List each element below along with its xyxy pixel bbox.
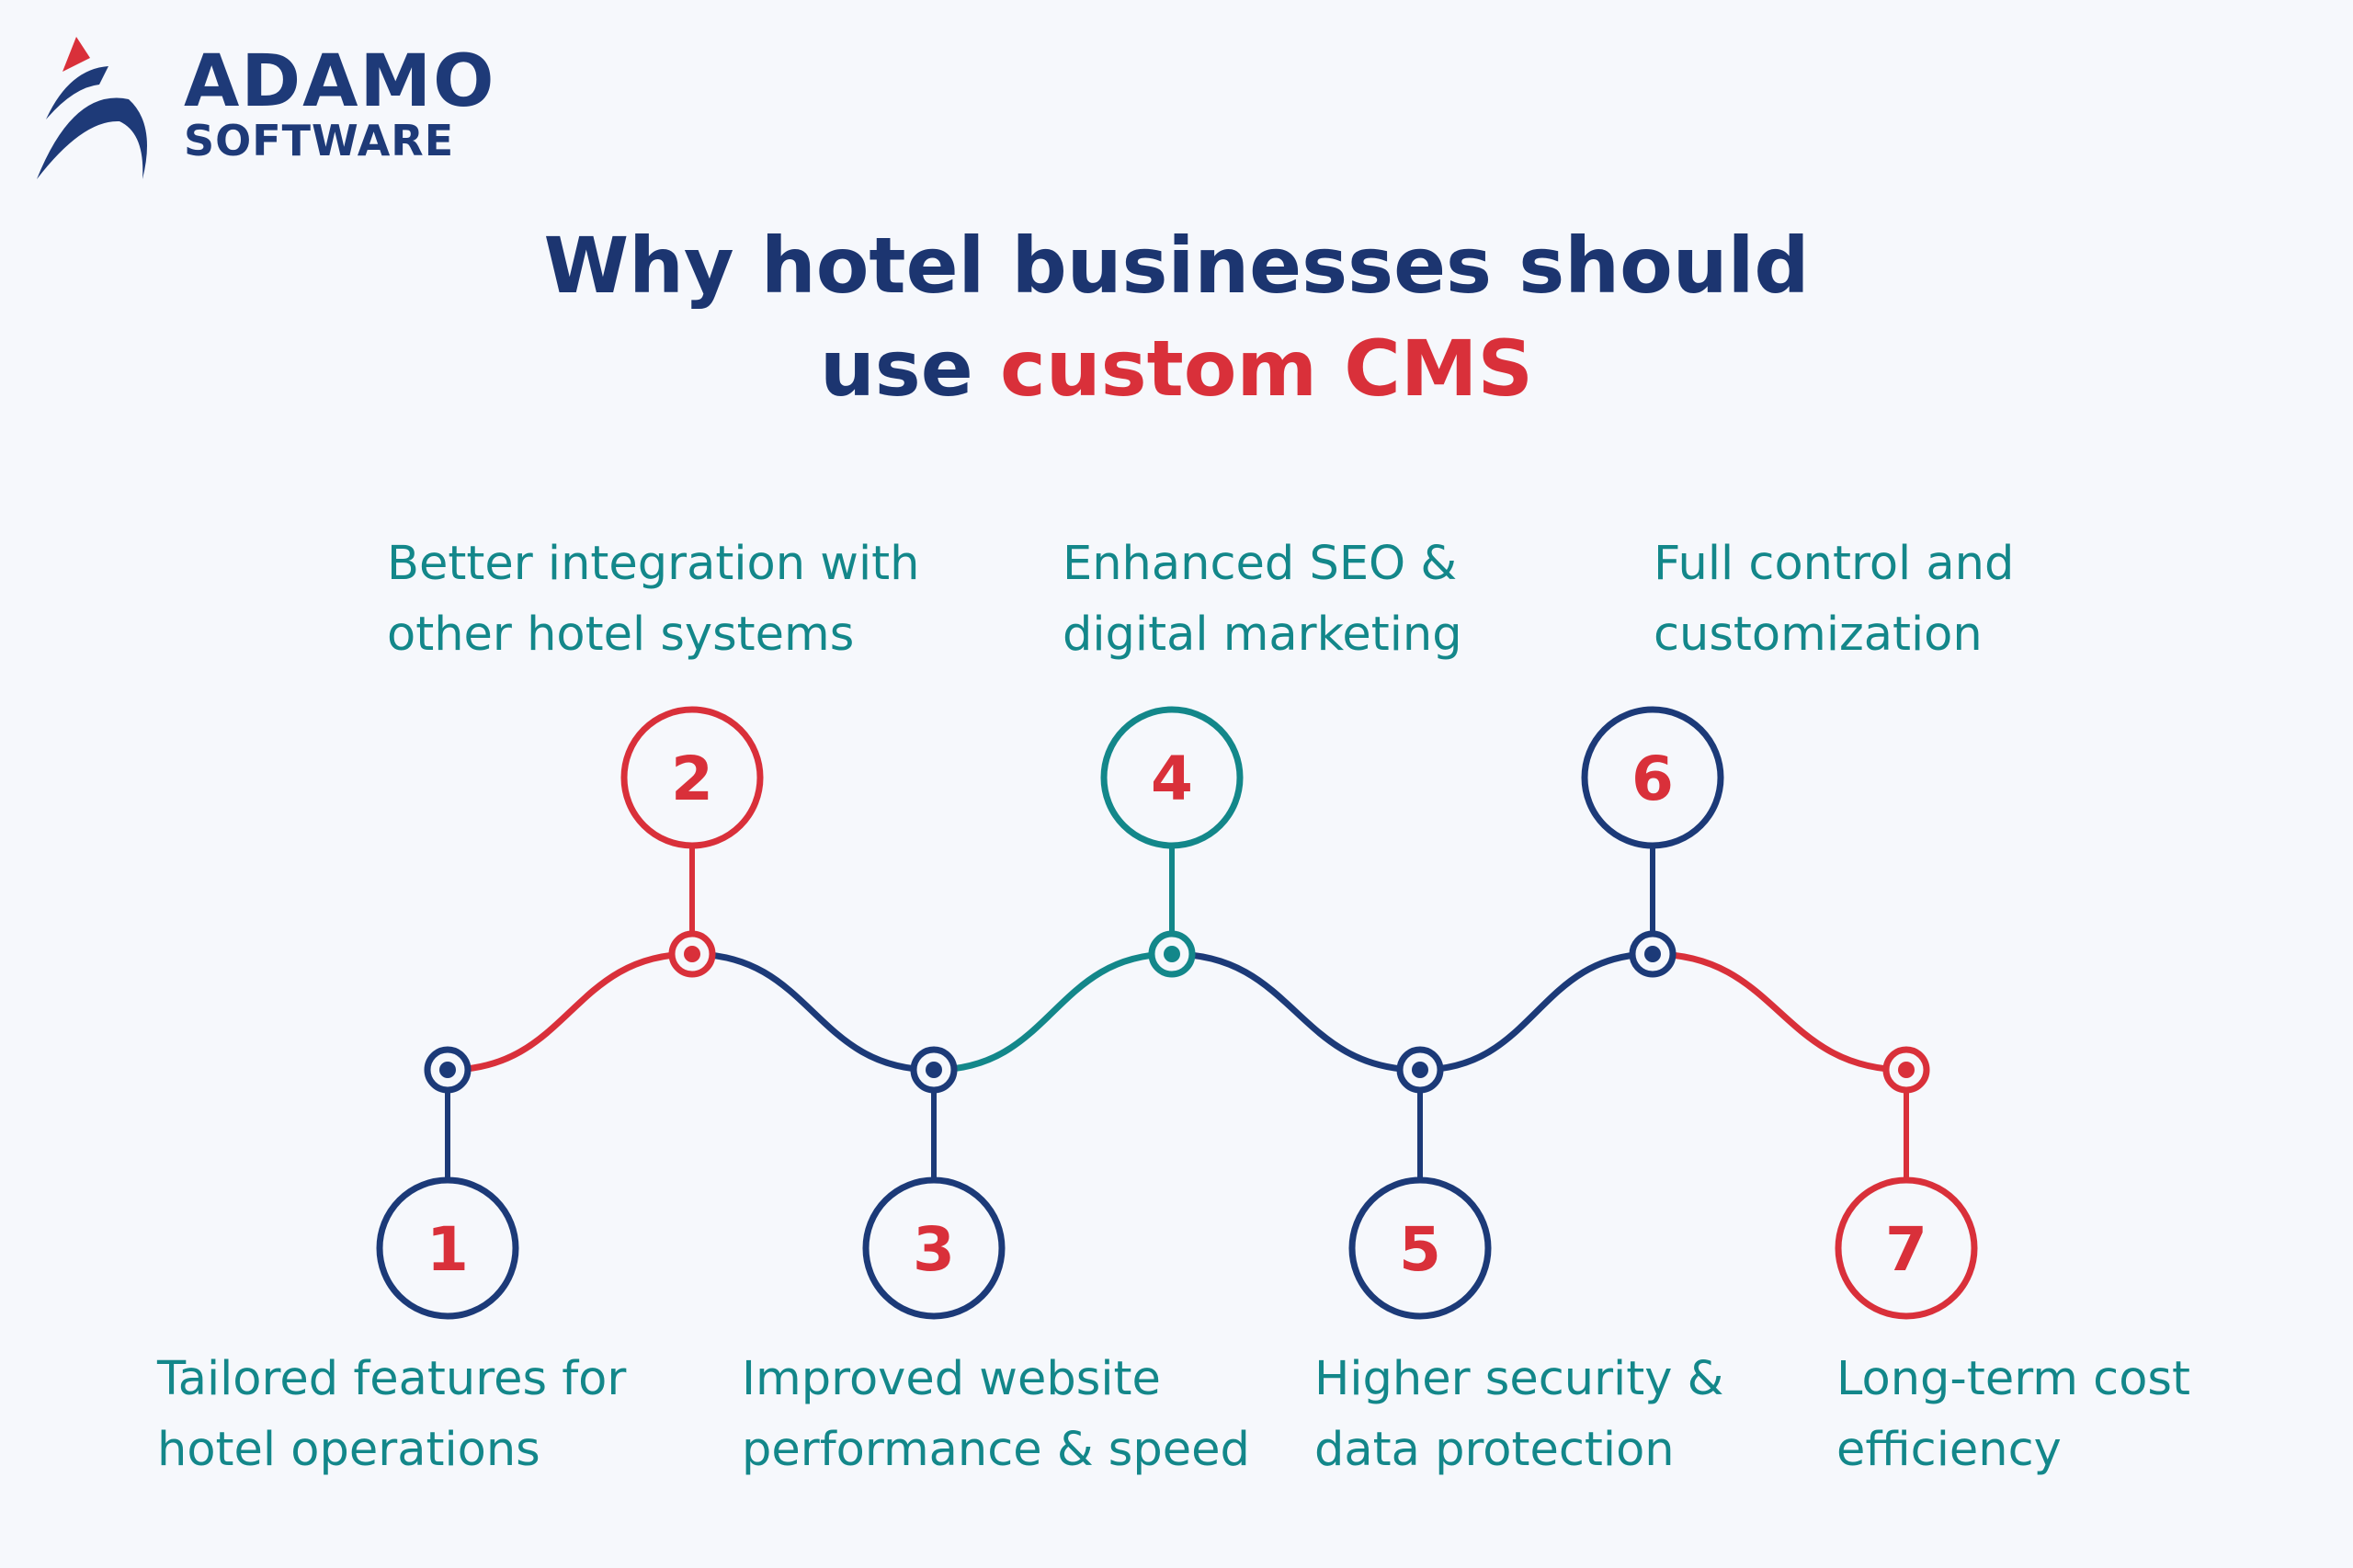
step-5-label: Higher security & data protection [1314,1344,1723,1485]
step-6-line2: customization [1654,608,1983,662]
logo-wordmark: ADAMO [184,40,496,123]
step-number: 6 [1631,744,1674,814]
step-number: 3 [913,1214,955,1285]
step-number: 4 [1151,744,1193,814]
timeline-dot-center [1164,946,1180,962]
title-accent: custom CMS [1000,324,1533,414]
step-7-line2: efficiency [1836,1423,2062,1477]
step-4-line2: digital marketing [1063,608,1462,662]
step-2-line1: Better integration with [387,537,920,591]
step-4-line1: Enhanced SEO & [1063,537,1458,591]
timeline-dot-center [1412,1062,1428,1078]
step-6-line1: Full control and [1654,537,2015,591]
number-circle [862,1176,1006,1320]
step-6-label: Full control and customization [1654,528,2014,670]
number-circle [620,706,764,849]
wave-segment [933,950,1173,1074]
step-5-line1: Higher security & [1314,1352,1724,1406]
number-circle [1835,1176,1978,1320]
step-1-node: 1 [376,1046,519,1320]
wave-segment [1652,950,1907,1074]
step-4-node: 4 [1100,706,1244,978]
number-circle [376,1176,519,1320]
logo-subtitle: SOFTWARE [184,116,455,165]
step-number: 2 [671,744,713,814]
number-circle [1581,706,1724,849]
step-6-node: 6 [1581,706,1724,978]
step-2-line2: other hotel systems [387,608,855,662]
number-circle [1348,1176,1492,1320]
wave-segment [447,950,693,1074]
timeline-dot-center [1898,1062,1915,1078]
title-prefix: use [820,324,973,414]
step-7-label: Long-term cost efficiency [1836,1344,2190,1485]
step-1-line1: Tailored features for [157,1352,627,1406]
timeline-dot-center [439,1062,456,1078]
step-3-node: 3 [862,1046,1006,1320]
step-7-node: 7 [1835,1046,1978,1320]
timeline-dot-center [1644,946,1661,962]
step-3-label: Improved website performance & speed [742,1344,1250,1485]
step-1-line2: hotel operations [157,1423,540,1477]
step-3-line1: Improved website [742,1352,1161,1406]
wave-segment [691,950,935,1074]
step-number: 7 [1885,1214,1927,1285]
step-5-line2: data protection [1314,1423,1675,1477]
step-4-label: Enhanced SEO & digital marketing [1063,528,1462,670]
step-7-line1: Long-term cost [1836,1352,2190,1406]
page-title-line1: Why hotel businesses should [543,221,1810,311]
page-title-line2: use custom CMS [0,324,2353,414]
step-3-line2: performance & speed [742,1423,1250,1477]
timeline-dot-center [684,946,700,962]
step-number: 5 [1399,1214,1441,1285]
wave-segment [1419,950,1654,1074]
step-1-label: Tailored features for hotel operations [157,1344,626,1485]
step-5-node: 5 [1348,1046,1492,1320]
logo-mark-icon [37,37,147,179]
timeline-dot-center [926,1062,942,1078]
step-number: 1 [426,1214,469,1285]
step-2-label: Better integration with other hotel syste… [387,528,919,670]
wave-path [447,950,1907,1074]
step-2-node: 2 [620,706,764,978]
wave-segment [1171,950,1421,1074]
number-circle [1100,706,1244,849]
